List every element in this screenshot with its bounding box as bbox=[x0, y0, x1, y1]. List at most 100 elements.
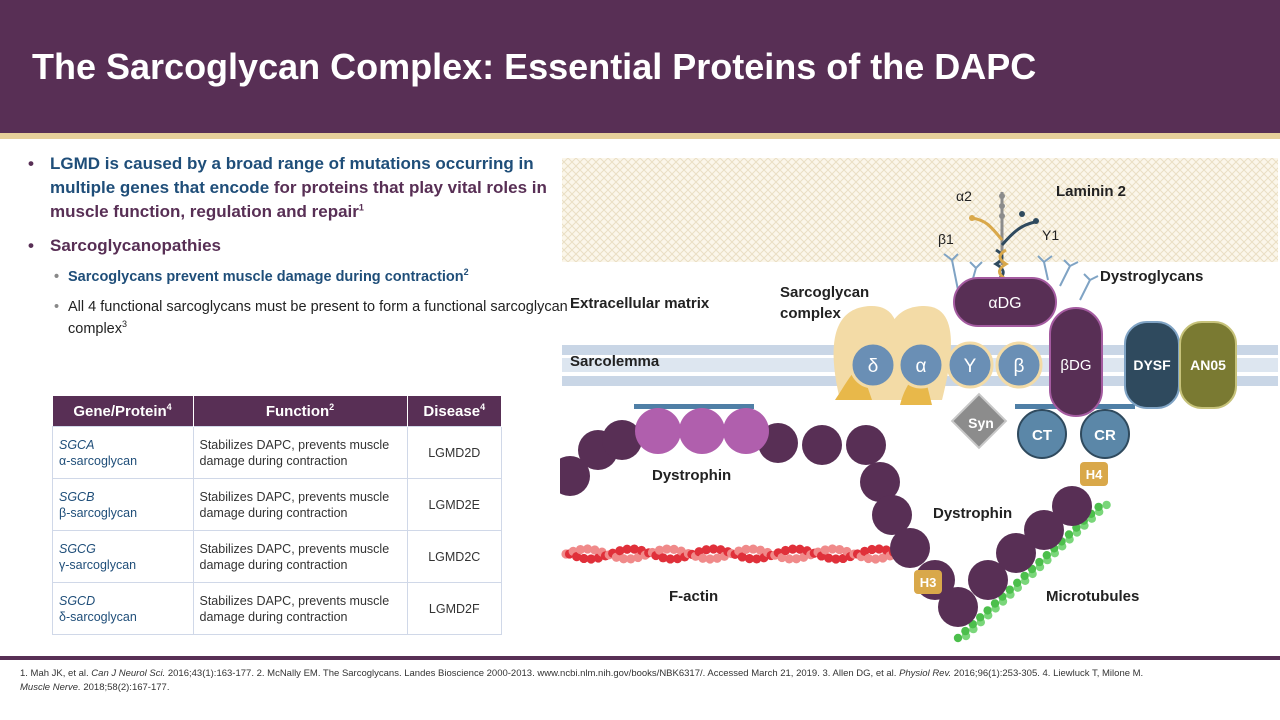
gamma1-label: Y1 bbox=[1042, 227, 1059, 243]
f-actin-subunit bbox=[665, 554, 675, 564]
dystrophin-bead bbox=[968, 560, 1008, 600]
dystrophin-bead bbox=[872, 495, 912, 535]
f-actin-subunit bbox=[791, 554, 801, 564]
title-bar bbox=[0, 0, 1280, 133]
references-footer: 1. Mah JK, et al. Can J Neurol Sci. 2016… bbox=[0, 656, 1280, 695]
microtubule-subunit bbox=[1035, 557, 1044, 567]
microtubule-subunit bbox=[961, 626, 970, 636]
microtubule-subunit bbox=[1102, 500, 1111, 510]
f-actin-subunit bbox=[655, 545, 665, 555]
dystrophin-ct-domain bbox=[1017, 409, 1067, 459]
alpha2-label: α2 bbox=[956, 188, 972, 204]
dystrophin-bead bbox=[802, 425, 842, 465]
sarcoglycan-alpha: α bbox=[897, 341, 945, 389]
f-actin-subunit bbox=[835, 544, 845, 555]
microtubule-subunit bbox=[1042, 551, 1051, 560]
disease-cell: LGMD2E bbox=[406, 478, 502, 531]
beta-dystroglycan bbox=[1049, 307, 1103, 417]
sub-bullet-dot: • bbox=[54, 269, 60, 285]
sg-beta-label: β bbox=[1014, 356, 1025, 377]
sarcoglycan-beta: β bbox=[995, 341, 1043, 389]
f-actin-subunit bbox=[708, 544, 719, 554]
ref-mark: 3 bbox=[122, 319, 128, 330]
sarcoglycan-complex-label-line2: complex bbox=[780, 305, 842, 322]
f-actin-subunit bbox=[698, 553, 708, 563]
function-cell: Stabilizes DAPC, prevents muscle damage … bbox=[192, 478, 408, 531]
anoctamin-5 bbox=[1179, 321, 1237, 409]
dystrophin-bead bbox=[560, 456, 590, 496]
f-actin-subunit bbox=[583, 544, 593, 554]
dystrophin-bead bbox=[860, 462, 900, 502]
dystrophin-bead bbox=[1024, 510, 1064, 550]
function-cell: Stabilizes DAPC, prevents muscle damage … bbox=[192, 582, 408, 635]
beta1-label: β1 bbox=[938, 231, 954, 247]
sg-gamma-label: Y bbox=[964, 356, 977, 377]
disease-cell: LGMD2D bbox=[406, 426, 502, 479]
h4-label: H4 bbox=[1086, 467, 1103, 482]
sarcoglycan-complex-label-line1: Sarcoglycan bbox=[780, 284, 869, 301]
f-actin-subunit bbox=[860, 546, 870, 556]
table-header-gene: Gene/Protein4 bbox=[52, 396, 194, 427]
f-actin-subunit bbox=[705, 554, 715, 564]
dystrophin-bead bbox=[938, 587, 978, 627]
microtubule-subunit bbox=[983, 606, 992, 615]
dapc-diagram: α2 Laminin 2 β1 Y1 Dystroglycans Extrace… bbox=[560, 158, 1278, 643]
table-header-disease: Disease4 bbox=[407, 396, 502, 427]
protein-name: γ-sarcoglycan bbox=[59, 557, 137, 572]
protein-name: β-sarcoglycan bbox=[59, 505, 138, 520]
table-header-function: Function2 bbox=[193, 396, 408, 427]
f-actin-subunit bbox=[788, 544, 798, 554]
references-text: 1. Mah JK, et al. Can J Neurol Sci. 2016… bbox=[20, 668, 1144, 693]
f-actin-subunit bbox=[827, 544, 837, 554]
microtubule-subunit bbox=[953, 633, 963, 643]
sub-bullet-prevent-text: Sarcoglycans prevent muscle damage durin… bbox=[68, 269, 464, 285]
bullet-lgmd-part2: for proteins that play vital roles in mu… bbox=[50, 178, 547, 221]
function-cell: Stabilizes DAPC, prevents muscle damage … bbox=[192, 530, 408, 583]
f-actin-subunit bbox=[586, 554, 596, 564]
f-actin-subunit bbox=[780, 545, 791, 556]
dystrophin-label-right: Dystrophin bbox=[933, 505, 1012, 522]
sub-bullet-dot: • bbox=[54, 299, 60, 315]
f-actin-filament bbox=[561, 544, 899, 564]
bullet-sarcoglycanopathies: • Sarcoglycanopathies bbox=[28, 234, 568, 258]
dystrophin-cr-domain bbox=[1080, 409, 1130, 459]
f-actin-subunit bbox=[622, 544, 632, 554]
f-actin-subunit bbox=[712, 553, 722, 563]
f-actin-subunit bbox=[737, 552, 747, 562]
gene-name: SGCG bbox=[59, 541, 96, 556]
membrane-anchor-bar bbox=[634, 404, 754, 409]
bullet-lgmd-part1: LGMD is caused by a broad range of mutat… bbox=[50, 154, 534, 197]
protein-name: α-sarcoglycan bbox=[59, 453, 138, 468]
syntrophin bbox=[950, 392, 1008, 450]
gene-name: SGCA bbox=[59, 437, 95, 452]
sarcoglycan-delta: δ bbox=[849, 341, 897, 389]
extracellular-matrix-area bbox=[562, 158, 1278, 262]
table-header-row: Gene/Protein4 Function2 Disease4 bbox=[52, 396, 502, 427]
cr-label: CR bbox=[1094, 427, 1116, 444]
sg-alpha-label: α bbox=[916, 356, 927, 377]
protein-name: δ-sarcoglycan bbox=[59, 609, 137, 624]
alpha-dystroglycan bbox=[953, 277, 1057, 327]
f-actin-subunit bbox=[626, 554, 636, 564]
f-actin-subunit bbox=[871, 554, 881, 564]
microtubule-subunit bbox=[1094, 502, 1103, 512]
microtubule-filament bbox=[953, 500, 1111, 643]
microtubule-subunit bbox=[976, 613, 985, 622]
f-actin-subunit bbox=[701, 545, 711, 555]
gene-name: SGCD bbox=[59, 593, 96, 608]
f-actin-subunit bbox=[820, 545, 830, 555]
syn-label: Syn bbox=[968, 415, 994, 431]
dystrophin-bead bbox=[996, 533, 1036, 573]
dystrophin-bead bbox=[846, 425, 886, 465]
ref-mark: 2 bbox=[463, 267, 469, 278]
f-actin-subunit bbox=[669, 544, 679, 554]
laminin-label: Laminin 2 bbox=[1056, 183, 1126, 200]
hinge-h4 bbox=[1080, 462, 1108, 486]
ecm-label: Extracellular matrix bbox=[570, 295, 710, 312]
microtubule-subunit bbox=[1064, 530, 1074, 539]
f-actin-subunit bbox=[831, 554, 841, 564]
f-actin-subunit bbox=[575, 544, 585, 555]
sub-bullet-functional-text: All 4 functional sarcoglycans must be pr… bbox=[68, 299, 568, 337]
